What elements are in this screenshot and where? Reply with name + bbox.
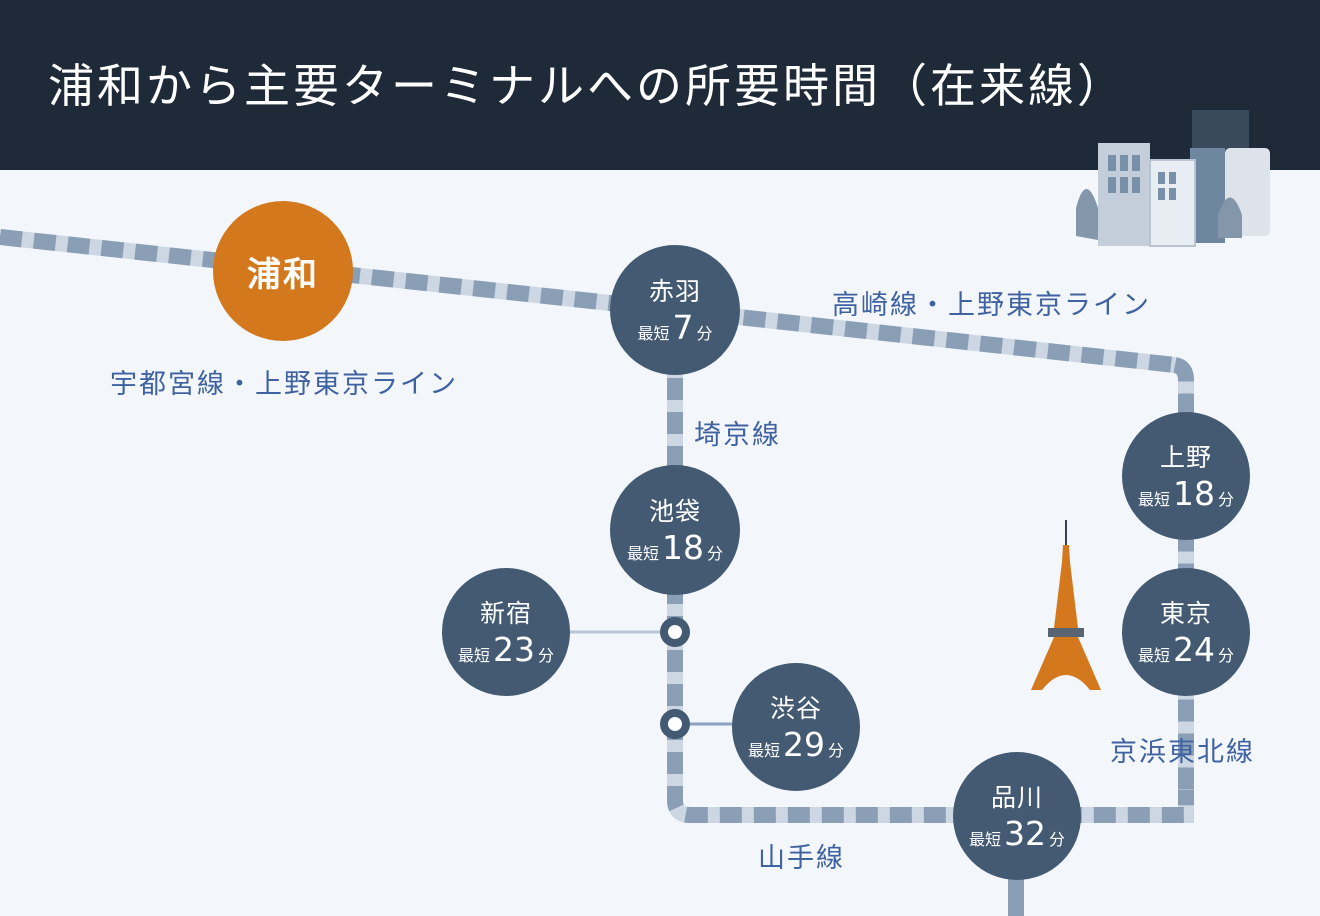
line-label-takasaki: 高崎線・上野東京ライン (832, 290, 1151, 321)
time-prefix: 最短 (1137, 645, 1170, 665)
station-name: 上野 (1159, 442, 1212, 472)
station-name: 渋谷 (769, 693, 822, 723)
time-prefix: 最短 (1137, 489, 1170, 509)
time-prefix: 最短 (626, 543, 659, 563)
time-prefix: 最短 (457, 645, 490, 665)
time-minutes: 23 (493, 629, 535, 669)
time-prefix: 最短 (637, 323, 670, 343)
line-label-keihin: 京浜東北線 (1110, 737, 1255, 768)
time-minutes: 32 (1004, 813, 1046, 853)
tokyo-tower-icon (1031, 520, 1101, 690)
time-prefix: 最短 (968, 829, 1001, 849)
time-minutes: 24 (1173, 629, 1215, 669)
track-saikyo-yamanote (667, 310, 1194, 916)
line-label-saikyo: 埼京線 (694, 420, 781, 451)
time-unit: 分 (1218, 489, 1235, 509)
station-name: 新宿 (479, 598, 532, 628)
station-name: 東京 (1159, 598, 1212, 628)
time-unit: 分 (828, 740, 845, 760)
header-bar: 浦和から主要ターミナルへの所要時間（在来線） (0, 0, 1320, 170)
station-name: 赤羽 (648, 276, 701, 306)
time-unit: 分 (696, 323, 713, 343)
line-label-utsunomiya: 宇都宮線・上野東京ライン (110, 369, 458, 400)
station-name: 池袋 (648, 496, 701, 526)
time-minutes: 7 (672, 307, 694, 347)
time-minutes: 29 (783, 724, 825, 764)
page-title: 浦和から主要ターミナルへの所要時間（在来線） (48, 59, 1126, 113)
time-unit: 分 (538, 645, 555, 665)
time-minutes: 18 (662, 527, 704, 567)
time-minutes: 18 (1173, 473, 1215, 513)
origin-station-urawa: 浦和 (213, 201, 353, 341)
time-unit: 分 (1218, 645, 1235, 665)
time-unit: 分 (707, 543, 724, 563)
time-unit: 分 (1049, 829, 1066, 849)
line-label-yamanote: 山手線 (758, 843, 845, 874)
station-name: 品川 (990, 782, 1043, 812)
city-buildings-icon (1076, 110, 1270, 247)
time-prefix: 最短 (747, 740, 780, 760)
